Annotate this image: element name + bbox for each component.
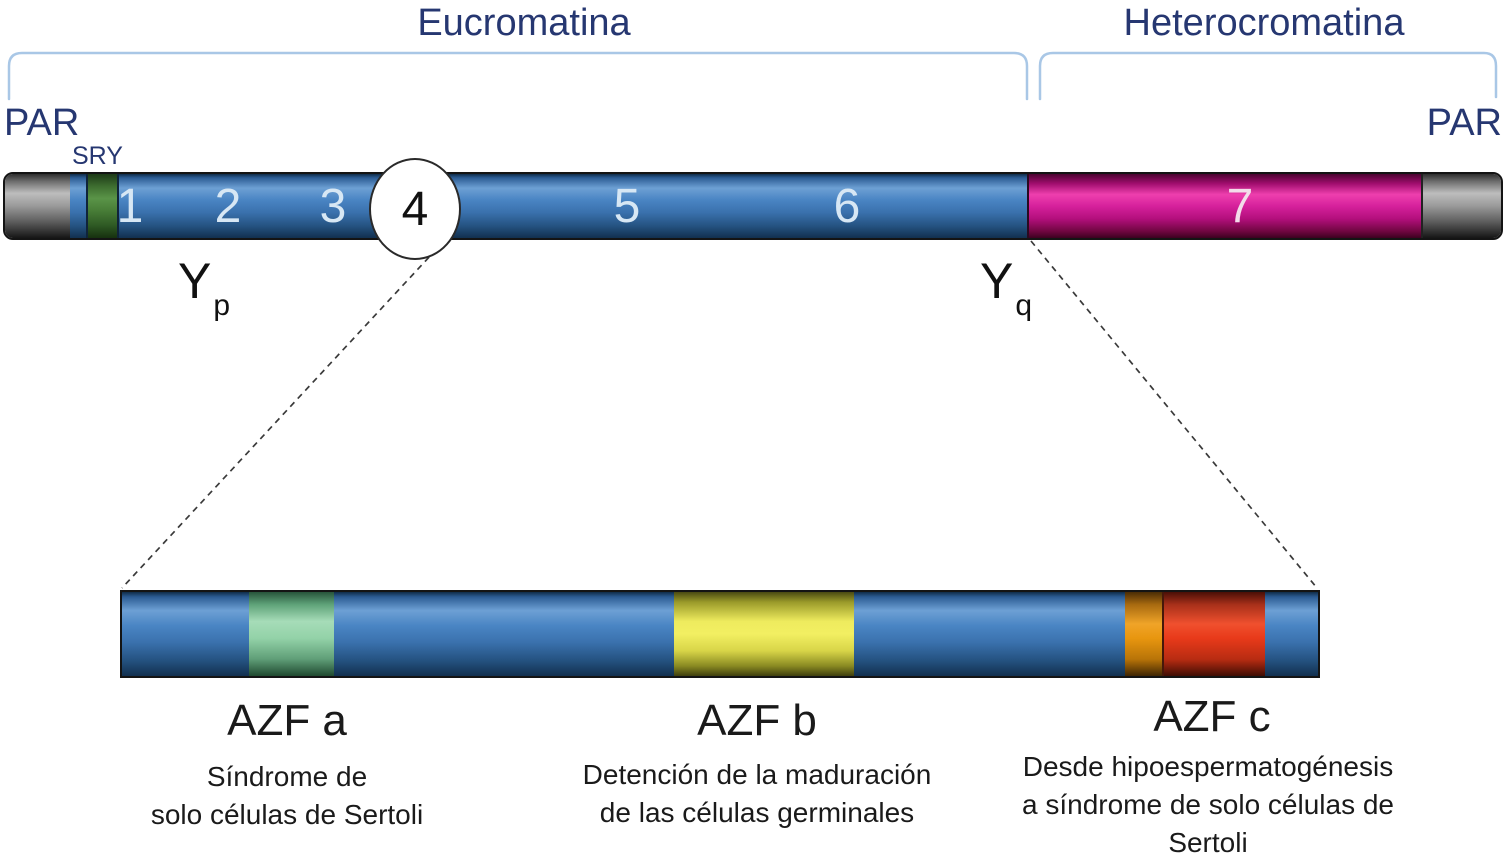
azf-a-description: Síndrome de solo células de Sertoli bbox=[87, 758, 487, 834]
region-7-label: 7 bbox=[1226, 180, 1254, 233]
blue-sliver-segment bbox=[69, 174, 86, 238]
azf-c-desc-line1: Desde hipoespermatogénesis bbox=[1022, 751, 1394, 782]
azf-c-title: AZF c bbox=[1153, 692, 1271, 741]
heterochromatin-label: Heterocromatina bbox=[1123, 2, 1405, 44]
azf-c-orange-segment bbox=[1125, 592, 1162, 676]
euchromatin-label: Eucromatina bbox=[417, 2, 631, 44]
zoom-line-left bbox=[121, 240, 445, 589]
euchromatin-bracket bbox=[7, 51, 1029, 101]
azf-bar-blue-3 bbox=[854, 592, 1125, 676]
azf-bar-blue-2 bbox=[334, 592, 674, 676]
azf-a-title: AZF a bbox=[227, 696, 347, 745]
azf-b-title: AZF b bbox=[697, 696, 817, 745]
heterochromatin-bracket bbox=[1038, 51, 1498, 101]
yp-subscript: p bbox=[213, 289, 231, 322]
yq-base: Y bbox=[980, 253, 1014, 309]
azf-zoom-bar bbox=[120, 590, 1320, 678]
region-3-label: 3 bbox=[319, 180, 347, 233]
heterochromatin-segment bbox=[1027, 174, 1422, 238]
azf-b-description: Detención de la maduración de las célula… bbox=[532, 756, 982, 832]
azf-c-desc-line3: Sertoli bbox=[1168, 827, 1248, 858]
euchromatin-segment bbox=[118, 174, 1028, 238]
azf-bar-blue-1 bbox=[122, 592, 249, 676]
azf-bar-blue-4 bbox=[1265, 592, 1318, 676]
azf-a-desc-line1: Síndrome de bbox=[206, 761, 368, 792]
azf-a-desc-line2: solo células de Sertoli bbox=[150, 799, 424, 830]
zoom-line-right bbox=[1030, 240, 1318, 589]
azf-c-red-segment bbox=[1162, 592, 1265, 676]
region-1-label: 1 bbox=[116, 180, 144, 233]
par-label-left: PAR bbox=[4, 102, 80, 144]
sry-segment bbox=[85, 174, 119, 238]
region-5-label: 5 bbox=[613, 180, 641, 233]
yq-arm-label: Yq bbox=[980, 252, 1032, 322]
region-6-label: 6 bbox=[833, 180, 861, 233]
azf-b-desc-line2: de las células germinales bbox=[599, 797, 915, 828]
region-2-label: 2 bbox=[214, 180, 242, 233]
azf-a-segment bbox=[249, 592, 334, 676]
region-4-label: 4 bbox=[401, 182, 429, 236]
azf-c-description: Desde hipoespermatogénesis a síndrome de… bbox=[983, 748, 1433, 860]
par-label-right: PAR bbox=[1426, 102, 1502, 144]
par-segment-right bbox=[1421, 174, 1501, 238]
azf-b-segment bbox=[674, 592, 854, 676]
yp-arm-label: Yp bbox=[178, 252, 230, 322]
yp-base: Y bbox=[178, 253, 212, 309]
chromosome-bar bbox=[3, 172, 1503, 240]
centromere-circle: 4 bbox=[369, 158, 461, 260]
yq-subscript: q bbox=[1015, 289, 1033, 322]
azf-b-desc-line1: Detención de la maduración bbox=[582, 759, 932, 790]
azf-c-desc-line2: a síndrome de solo células de bbox=[1022, 789, 1394, 820]
par-segment-left bbox=[5, 174, 70, 238]
sry-label: SRY bbox=[72, 142, 123, 170]
